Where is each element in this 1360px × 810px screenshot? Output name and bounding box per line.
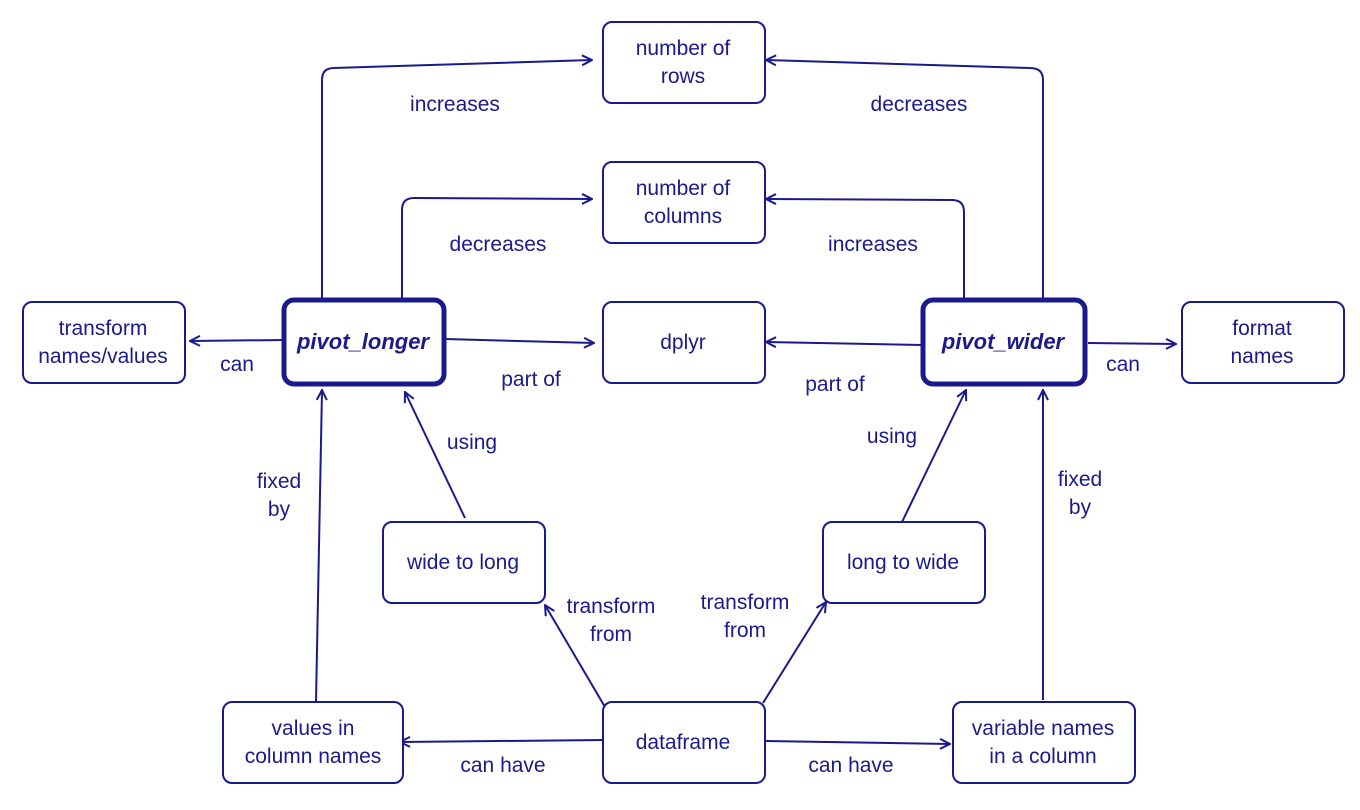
- node-label: dataframe: [636, 731, 731, 754]
- text-line: from: [724, 619, 766, 642]
- edge-df-longtowide: transform from: [701, 591, 826, 704]
- text-line: variable names: [972, 717, 1114, 740]
- node-pivot-longer: pivot_longer: [281, 297, 447, 387]
- text-line: can have: [808, 754, 893, 777]
- edge-label-df-widetolong: transform from: [567, 595, 656, 646]
- text-line: fixed: [1058, 468, 1102, 491]
- text-line: long to wide: [847, 551, 959, 574]
- text-line: transform: [59, 317, 148, 340]
- text-line: by: [268, 498, 291, 521]
- edge-label-df-varnames: can have: [808, 754, 893, 777]
- node-label: values in column names: [245, 717, 382, 768]
- node-wide-to-long: wide to long: [382, 521, 546, 604]
- text-line: column names: [245, 745, 382, 768]
- edge-label-wider-columns: increases: [828, 233, 918, 256]
- text-line: rows: [661, 65, 705, 88]
- edge-label-values-longer: fixed by: [257, 470, 301, 521]
- edge-label-wider-dplyr: part of: [805, 373, 865, 396]
- text-line: can have: [460, 754, 545, 777]
- edge-label-wider-rows: decreases: [871, 93, 968, 116]
- text-line: columns: [644, 205, 722, 228]
- edge-longer-transform: can: [190, 340, 285, 376]
- text-line: increases: [410, 93, 500, 116]
- edge-wider-rows: decreases: [766, 60, 1044, 298]
- text-line: can: [220, 353, 254, 376]
- edge-longer-columns: decreases: [401, 198, 592, 298]
- edge-label-longer-rows: increases: [410, 93, 500, 116]
- node-label: dplyr: [660, 331, 706, 354]
- edge-label-df-longtowide: transform from: [701, 591, 790, 642]
- node-values-in-column-names: values in column names: [222, 701, 404, 784]
- node-label: pivot_longer: [296, 329, 430, 354]
- text-line: fixed: [257, 470, 301, 493]
- text-line: names/values: [38, 345, 168, 368]
- node-label: wide to long: [406, 551, 519, 574]
- edge-label-longer-transform: can: [220, 353, 254, 376]
- edge-df-widetolong: transform from: [545, 595, 656, 708]
- node-number-of-rows: number of rows: [602, 21, 766, 104]
- edge-label-longer-dplyr: part of: [501, 368, 561, 391]
- node-label: pivot_wider: [941, 329, 1066, 354]
- node-label: transform names/values: [38, 317, 168, 368]
- edge-df-varnames: can have: [765, 741, 950, 777]
- edge-widetolong-longer: using: [405, 392, 497, 519]
- edge-label-widetolong-longer: using: [447, 431, 497, 454]
- text-line: part of: [805, 373, 865, 396]
- node-variable-names-in-column: variable names in a column: [952, 701, 1136, 784]
- edge-label-longer-columns: decreases: [450, 233, 547, 256]
- node-label: number of columns: [636, 177, 731, 228]
- edge-label-longtowide-wider: using: [867, 425, 917, 448]
- node-label: number of rows: [636, 37, 731, 88]
- text-line: values in: [272, 717, 355, 740]
- node-number-of-columns: number of columns: [602, 161, 766, 244]
- node-pivot-wider: pivot_wider: [920, 297, 1088, 387]
- text-line: decreases: [450, 233, 547, 256]
- text-line: part of: [501, 368, 561, 391]
- edge-longtowide-wider: using: [867, 390, 966, 523]
- text-line: dataframe: [636, 731, 731, 754]
- text-line: pivot_longer: [296, 329, 430, 354]
- text-line: wide to long: [406, 551, 519, 574]
- text-line: increases: [828, 233, 918, 256]
- text-line: from: [590, 623, 632, 646]
- edge-wider-dplyr: part of: [766, 342, 923, 396]
- node-long-to-wide: long to wide: [822, 521, 986, 604]
- node-label: variable names in a column: [972, 717, 1114, 768]
- text-line: by: [1069, 496, 1092, 519]
- text-line: pivot_wider: [941, 329, 1066, 354]
- node-label: long to wide: [847, 551, 959, 574]
- node-dplyr: dplyr: [602, 301, 766, 384]
- edge-label-df-values: can have: [460, 754, 545, 777]
- node-label: format names: [1230, 317, 1293, 368]
- edge-label-wider-format: can: [1106, 353, 1140, 376]
- edge-longer-rows: increases: [321, 60, 592, 298]
- text-line: using: [867, 425, 917, 448]
- edge-varnames-wider: fixed by: [1043, 390, 1102, 700]
- edge-wider-columns: increases: [766, 199, 965, 298]
- text-line: transform: [701, 591, 790, 614]
- text-line: using: [447, 431, 497, 454]
- node-dataframe: dataframe: [602, 701, 766, 784]
- text-line: decreases: [871, 93, 968, 116]
- edge-df-values: can have: [400, 740, 605, 777]
- edge-values-longer: fixed by: [257, 390, 322, 703]
- edge-label-varnames-wider: fixed by: [1058, 468, 1102, 519]
- text-line: can: [1106, 353, 1140, 376]
- text-line: dplyr: [660, 331, 706, 354]
- edge-wider-format: can: [1087, 343, 1176, 376]
- text-line: number of: [636, 177, 731, 200]
- edge-longer-dplyr: part of: [444, 339, 594, 391]
- text-line: transform: [567, 595, 656, 618]
- node-format-names: format names: [1181, 301, 1345, 384]
- text-line: number of: [636, 37, 731, 60]
- text-line: names: [1230, 345, 1293, 368]
- node-transform-names-values: transform names/values: [22, 301, 186, 384]
- text-line: format: [1232, 317, 1292, 340]
- text-line: in a column: [989, 745, 1096, 768]
